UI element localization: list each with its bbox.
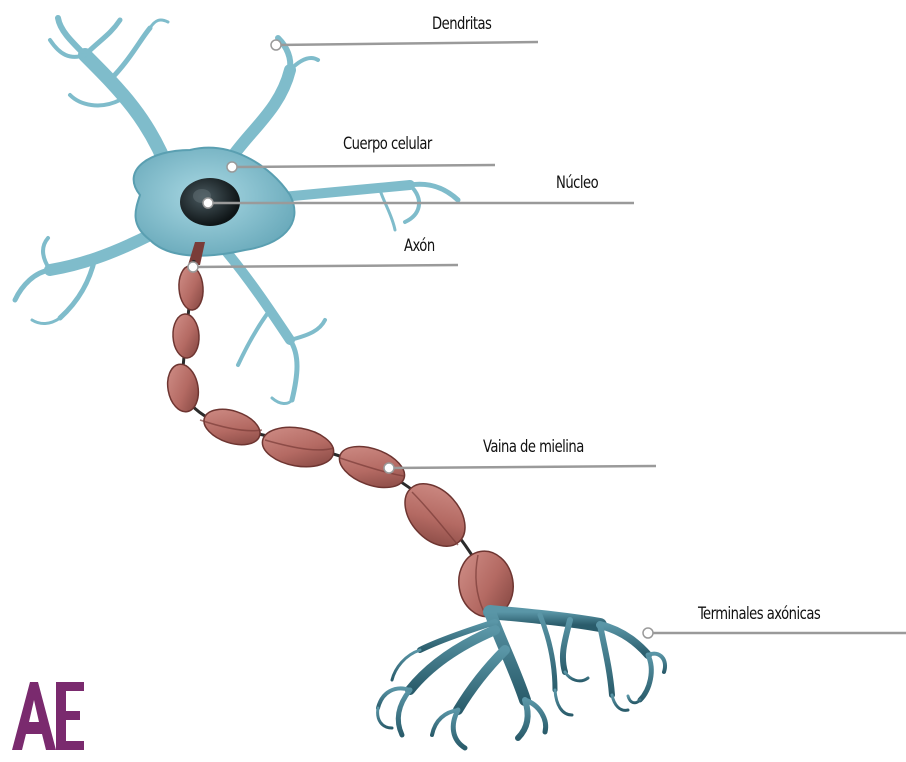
label-dendritas: Dendritas (432, 14, 491, 34)
label-axon: Axón (404, 236, 435, 256)
ae-logo (12, 682, 84, 750)
label-vaina-de-mielina: Vaina de mielina (483, 437, 584, 457)
label-nucleo: Núcleo (556, 173, 598, 193)
myelin-sheath (164, 265, 518, 621)
label-cuerpo-celular: Cuerpo celular (343, 134, 432, 154)
label-terminales-axonicas: Terminales axónicas (698, 604, 820, 624)
axon-terminals (378, 612, 665, 748)
